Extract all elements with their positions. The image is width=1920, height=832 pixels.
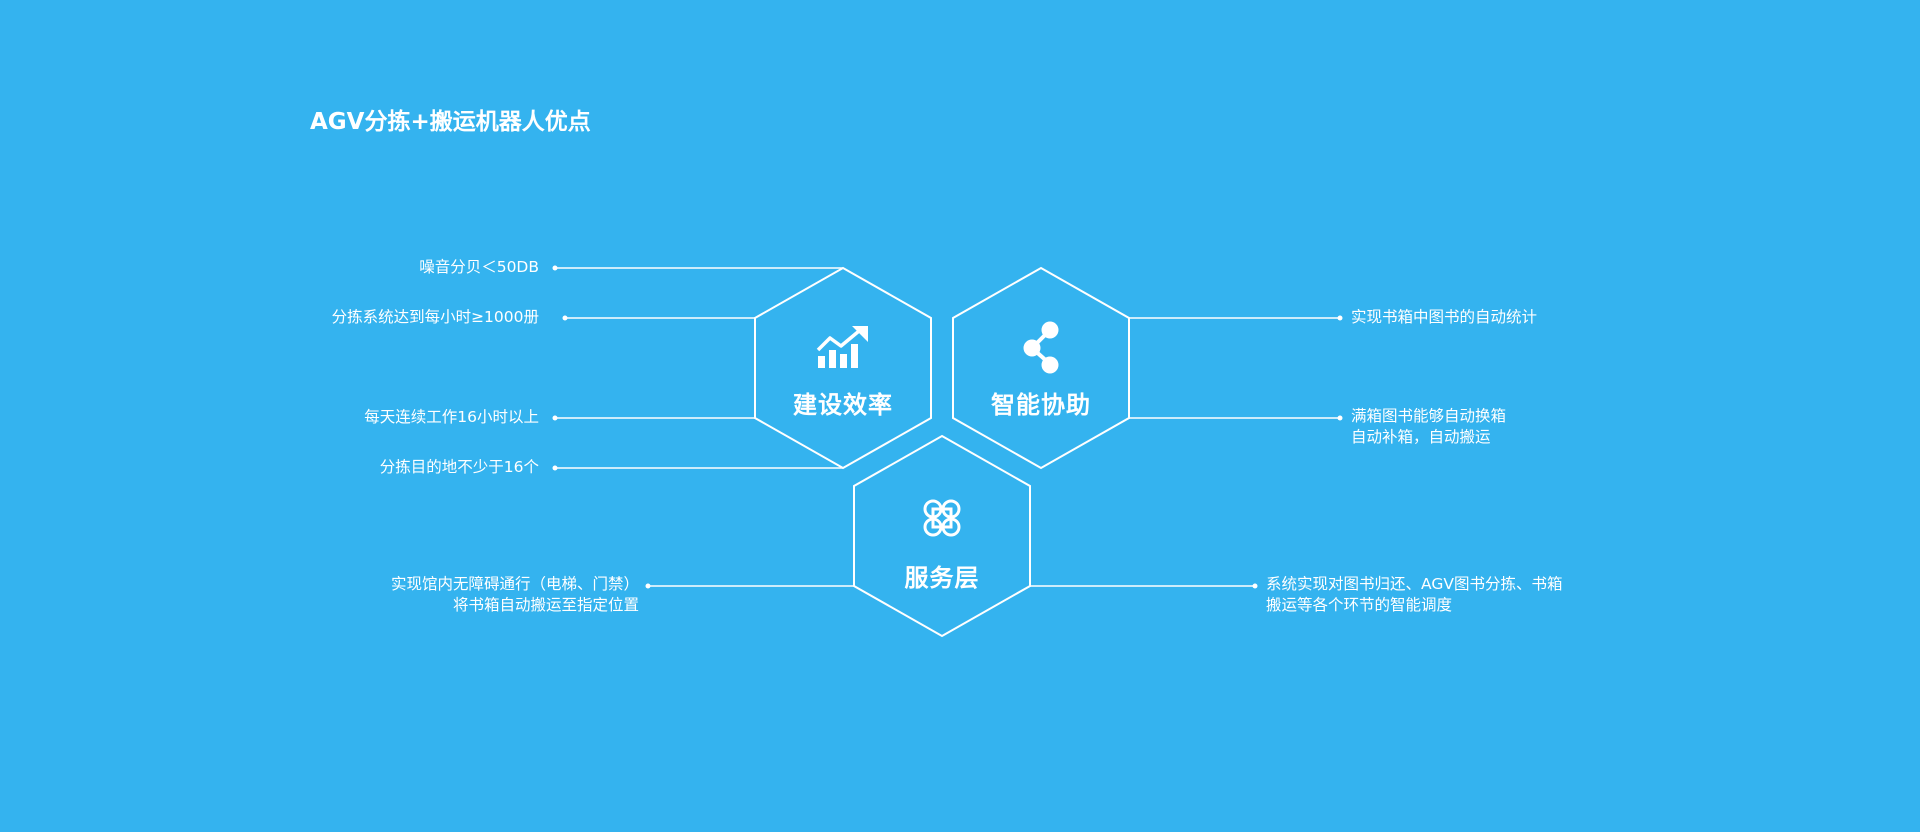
right-connectors — [1030, 317, 1340, 587]
command-key-icon — [923, 499, 961, 537]
point-auto-statistics: 实现书箱中图书的自动统计 — [1351, 308, 1538, 326]
page-title: AGV分拣+搬运机器人优点 — [310, 109, 591, 135]
hexagon-label-efficiency: 建设效率 — [793, 391, 893, 419]
point-destinations: 分拣目的地不少于16个 — [379, 458, 539, 476]
point-barrier-free-passage: 实现馆内无障碍通行（电梯、门禁） 将书箱自动搬运至指定位置 — [390, 575, 639, 614]
left-connectors — [555, 267, 854, 587]
right-connector-dots — [1252, 315, 1343, 589]
hexagon-label-service: 服务层 — [904, 564, 980, 592]
left-connector-dots — [552, 265, 651, 589]
point-sorting-rate: 分拣系统达到每小时≥1000册 — [331, 308, 539, 326]
point-working-hours: 每天连续工作16小时以上 — [364, 408, 539, 426]
hexagon-label-assist: 智能协助 — [991, 391, 1091, 419]
share-icon — [1023, 321, 1059, 374]
hexagon-service — [853, 434, 1031, 638]
growth-chart-icon — [816, 326, 868, 368]
point-intelligent-scheduling: 系统实现对图书归还、AGV图书分拣、书箱 搬运等各个环节的智能调度 — [1266, 575, 1563, 614]
point-auto-box-swap: 满箱图书能够自动换箱 自动补箱，自动搬运 — [1351, 407, 1507, 446]
point-noise: 噪音分贝＜50DB — [419, 258, 539, 276]
hexagon-assist — [952, 266, 1130, 470]
